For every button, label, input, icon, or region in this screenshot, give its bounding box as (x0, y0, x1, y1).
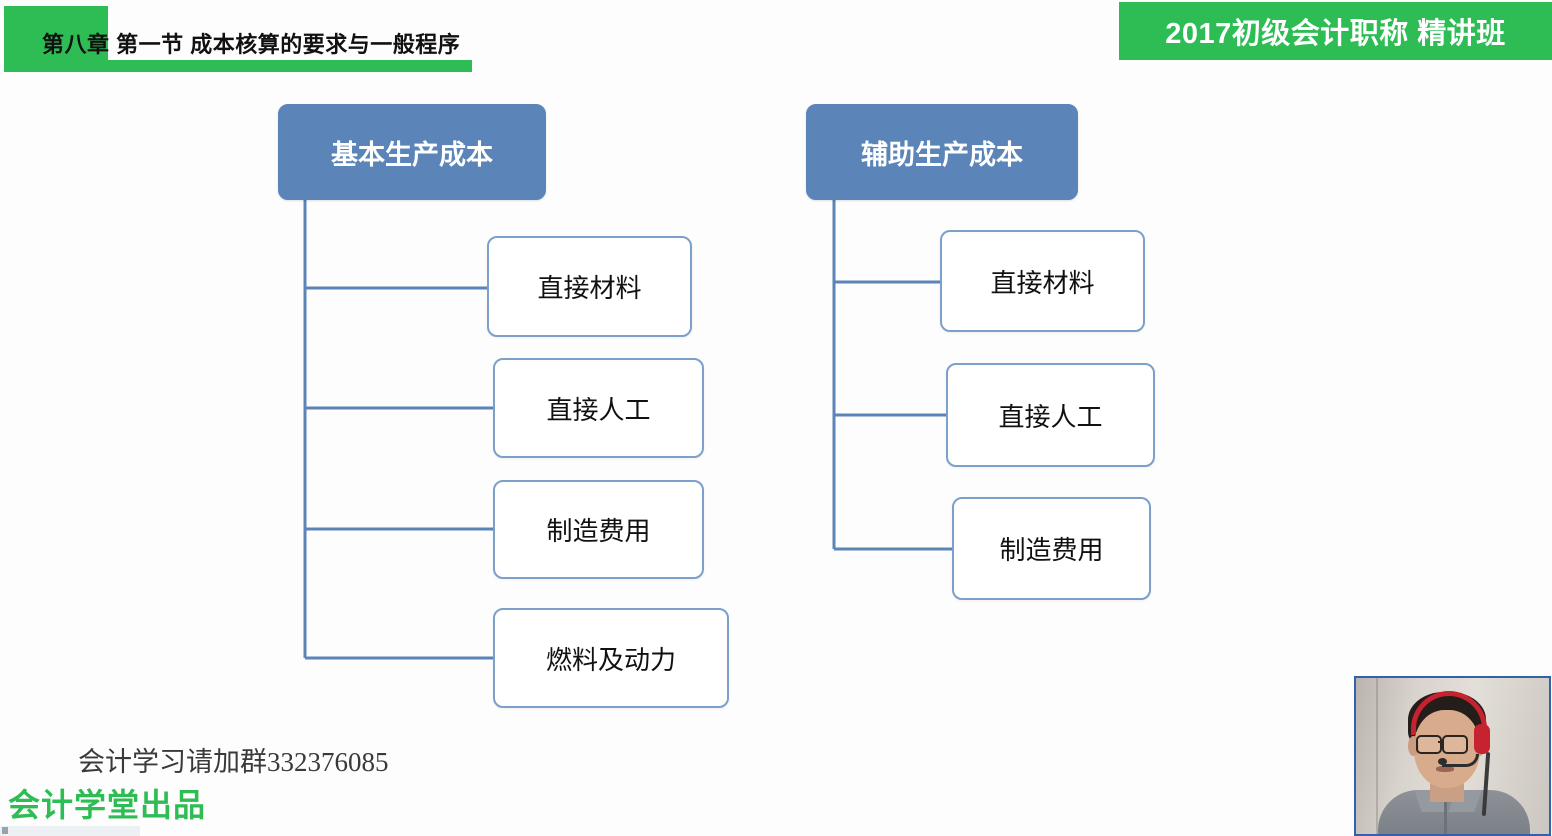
watermark-qq-group: 会计学习请加群332376085 (78, 747, 389, 777)
node-label: 基本生产成本 (331, 139, 493, 170)
watermark-brand: 会计学堂出品 (8, 787, 207, 823)
node-label: 直接人工 (546, 394, 651, 425)
header-underline-bar (4, 60, 472, 72)
course-badge: 2017初级会计职称 精讲班 (1119, 2, 1552, 60)
node-label: 直接材料 (537, 273, 642, 303)
taskbar-icon[interactable] (2, 827, 8, 834)
taskbar-strip (0, 826, 140, 836)
node-label: 直接人工 (998, 401, 1103, 432)
page-title: 第八章 第一节 成本核算的要求与一般程序 (42, 32, 461, 57)
node-label: 燃料及动力 (545, 644, 676, 675)
node-child-manufacturing-overhead-basic[interactable]: 制造费用 (493, 480, 704, 579)
node-child-manufacturing-overhead-auxiliary[interactable]: 制造费用 (952, 497, 1151, 600)
node-label: 制造费用 (546, 516, 651, 546)
header-accent-block (4, 6, 108, 68)
node-root-auxiliary-production-cost[interactable]: 辅助生产成本 (806, 104, 1078, 200)
node-child-direct-labor-auxiliary[interactable]: 直接人工 (946, 363, 1155, 467)
video-background (1356, 678, 1549, 834)
node-child-direct-material-basic[interactable]: 直接材料 (487, 236, 692, 337)
course-badge-label: 2017初级会计职称 精讲班 (1165, 18, 1506, 50)
node-child-fuel-and-power-basic[interactable]: 燃料及动力 (493, 608, 729, 708)
node-child-direct-labor-basic[interactable]: 直接人工 (493, 358, 704, 458)
node-root-basic-production-cost[interactable]: 基本生产成本 (278, 104, 546, 200)
node-label: 直接材料 (990, 267, 1095, 298)
node-child-direct-material-auxiliary[interactable]: 直接材料 (940, 230, 1145, 332)
node-label: 辅助生产成本 (861, 139, 1023, 170)
instructor-video-feed[interactable] (1354, 676, 1551, 836)
node-label: 制造费用 (999, 535, 1104, 565)
